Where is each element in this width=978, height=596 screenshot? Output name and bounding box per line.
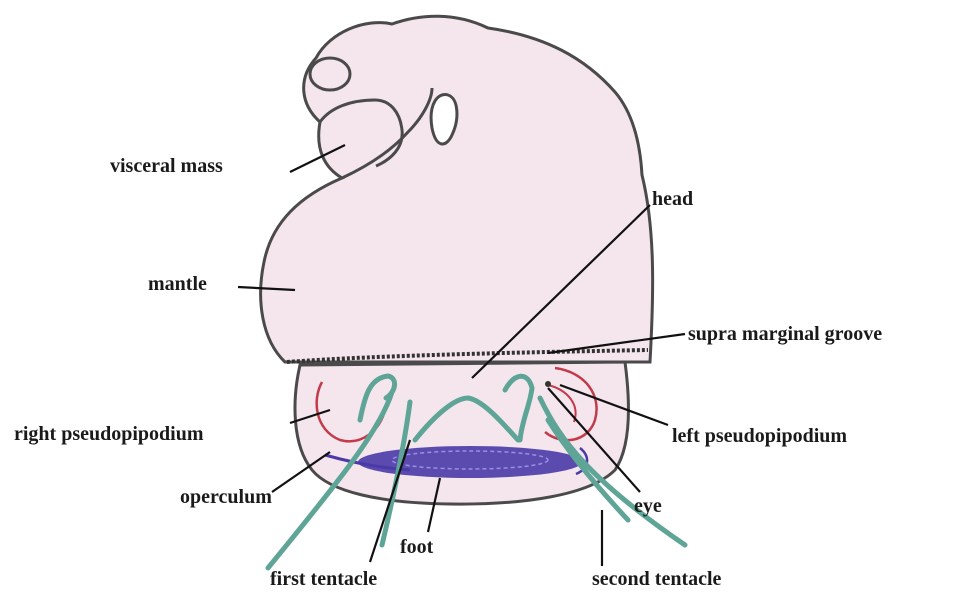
label-visceral-mass: visceral mass — [110, 155, 223, 177]
label-second-tentacle: second tentacle — [592, 568, 722, 590]
label-head: head — [652, 188, 693, 210]
head-region — [295, 362, 629, 504]
label-mantle: mantle — [148, 273, 207, 295]
spire-whorl — [310, 58, 350, 90]
label-left-pseudopipodium: left pseudopipodium — [672, 425, 847, 447]
label-eye: eye — [634, 495, 662, 517]
eye-dot — [545, 381, 551, 387]
label-operculum: operculum — [180, 486, 272, 508]
label-right-pseudopipodium: right pseudopipodium — [14, 423, 204, 445]
label-first-tentacle: first tentacle — [270, 568, 377, 590]
label-foot: foot — [400, 536, 434, 558]
label-supra-marginal-groove: supra marginal groove — [688, 323, 882, 345]
